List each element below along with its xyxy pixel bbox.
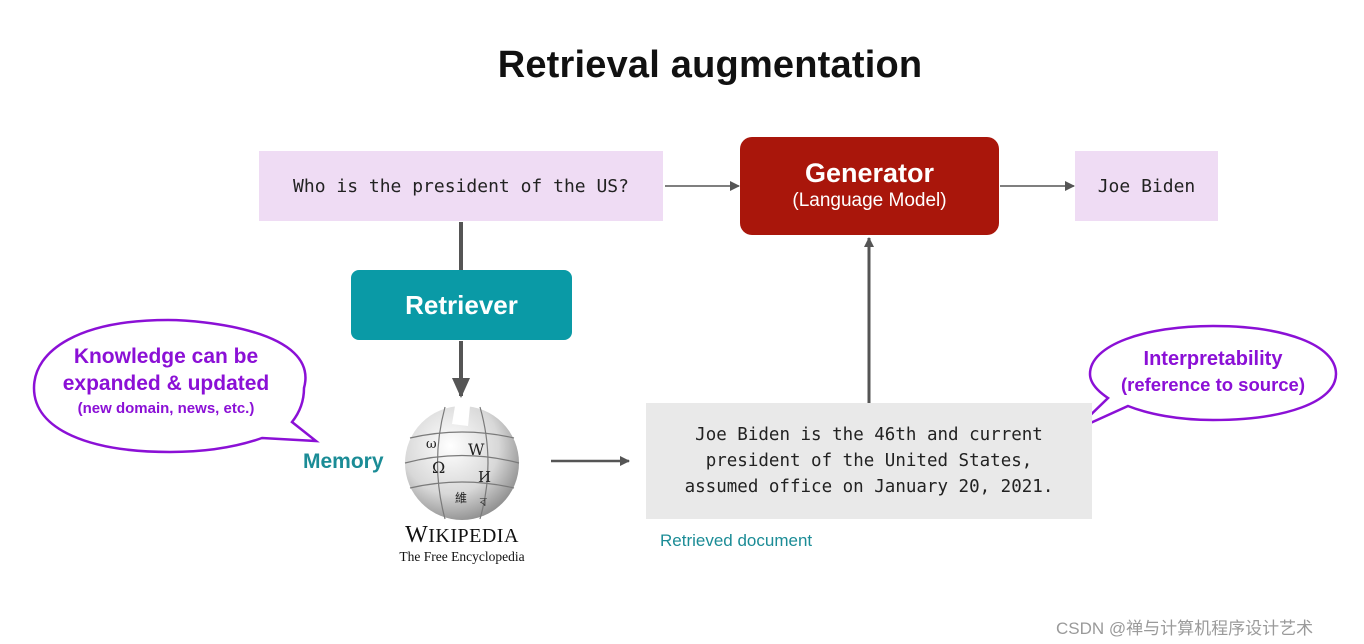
svg-text:ব: ব — [479, 495, 487, 509]
wikipedia-globe-icon: Ω W И ω 維 ব — [404, 406, 520, 520]
svg-text:Ω: Ω — [432, 458, 445, 477]
generator-subtitle: (Language Model) — [792, 190, 947, 211]
knowledge-line-3: (new domain, news, etc.) — [77, 400, 255, 417]
generator-title: Generator — [804, 158, 935, 188]
knowledge-line-1: Knowledge can be — [73, 345, 259, 368]
retriever-box: Retriever — [351, 270, 572, 340]
svg-text:ω: ω — [426, 437, 437, 452]
interpretability-callout-text: Interpretability (reference to source) — [1098, 346, 1328, 398]
document-line-1: Joe Biden is the 46th and current — [695, 425, 1043, 445]
diagram-title: Retrieval augmentation — [497, 44, 923, 86]
answer-box: Joe Biden — [1075, 151, 1218, 221]
wikipedia-wordmark: WIKIPEDIA — [392, 522, 532, 549]
answer-text: Joe Biden — [1097, 175, 1196, 197]
interpretability-speech-bubble — [1074, 324, 1338, 432]
knowledge-speech-bubble — [32, 318, 320, 454]
retrieved-document-box: Joe Biden is the 46th and current presid… — [646, 403, 1092, 519]
document-line-2: president of the United States, — [705, 451, 1033, 471]
interpretability-line-1: Interpretability — [1143, 348, 1283, 370]
svg-text:W: W — [468, 440, 485, 459]
query-text: Who is the president of the US? — [293, 175, 629, 197]
interpretability-line-2: (reference to source) — [1120, 374, 1306, 395]
retriever-label: Retriever — [405, 289, 518, 320]
knowledge-callout-text: Knowledge can be expanded & updated (new… — [44, 343, 288, 421]
knowledge-line-2: expanded & updated — [62, 372, 270, 395]
retrieved-document-caption: Retrieved document — [660, 531, 813, 550]
document-line-3: assumed office on January 20, 2021. — [684, 477, 1054, 497]
svg-text:И: И — [478, 468, 491, 486]
wikipedia-tagline: The Free Encyclopedia — [399, 549, 525, 564]
wikipedia-wordmark-initial: W — [405, 522, 429, 548]
memory-label: Memory — [303, 450, 384, 473]
wikipedia-wordmark-rest: IKIPEDIA — [428, 525, 519, 547]
watermark: CSDN @禅与计算机程序设计艺术 — [1056, 619, 1314, 638]
svg-text:維: 維 — [455, 491, 467, 505]
query-box: Who is the president of the US? — [259, 151, 663, 221]
generator-box: Generator (Language Model) — [740, 137, 999, 235]
